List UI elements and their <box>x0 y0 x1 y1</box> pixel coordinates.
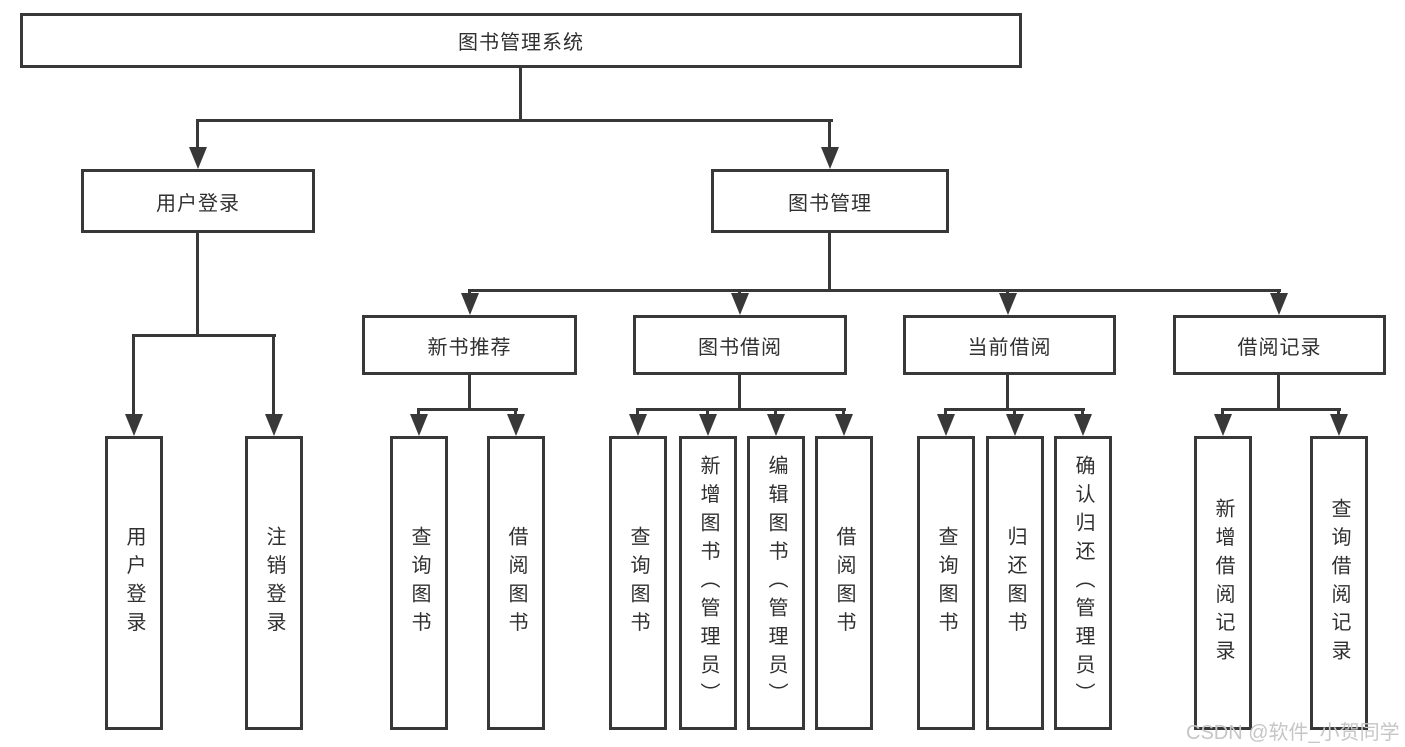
leaf-query-books-borrow: 查询图书 <box>609 436 667 730</box>
leaf-return-books: 归还图书 <box>986 436 1044 730</box>
arrowhead-icon <box>699 414 717 436</box>
connector-line <box>1013 408 1016 416</box>
leaf-logout: 注销登录 <box>245 436 303 730</box>
leaf-label: 查询图书 <box>408 526 430 640</box>
arrowhead-icon <box>189 147 207 169</box>
connector-line <box>272 334 275 414</box>
leaf-add-books-admin: 新增图书（管理员） <box>679 436 737 730</box>
node-book-management: 图书管理 <box>711 169 949 233</box>
connector-line <box>1081 408 1084 416</box>
leaf-user-login: 用户登录 <box>105 436 163 730</box>
arrowhead-icon <box>1006 414 1024 436</box>
arrowhead-icon <box>507 414 525 436</box>
connector-line <box>196 233 199 334</box>
arrowhead-icon <box>835 414 853 436</box>
leaf-label: 确认归还（管理员） <box>1072 455 1094 711</box>
arrowhead-icon <box>1214 414 1232 436</box>
arrowhead-icon <box>125 414 143 436</box>
connector-line <box>1006 289 1009 295</box>
leaf-label: 新增图书（管理员） <box>697 455 719 711</box>
leaf-query-borrow-record: 查询借阅记录 <box>1310 436 1368 730</box>
connector-line <box>1006 375 1009 408</box>
node-label: 借阅记录 <box>1237 336 1322 359</box>
leaf-label: 借阅图书 <box>505 526 527 640</box>
arrowhead-icon <box>1330 414 1348 436</box>
leaf-label: 借阅图书 <box>833 526 855 640</box>
connector-line <box>1221 408 1224 416</box>
connector-line <box>519 68 522 119</box>
node-label: 图书管理 <box>788 192 872 215</box>
connector-line <box>738 289 741 295</box>
leaf-label: 查询借阅记录 <box>1328 497 1350 669</box>
connector-line <box>828 233 831 289</box>
arrowhead-icon <box>999 293 1017 315</box>
arrowhead-icon <box>1270 293 1288 315</box>
csdn-watermark: CSDN @软件_小贺同学 <box>1186 722 1400 744</box>
leaf-query-books-recommend: 查询图书 <box>390 436 448 730</box>
connector-line <box>1337 408 1340 416</box>
connector-line <box>706 408 709 416</box>
node-book-borrow: 图书借阅 <box>633 315 847 375</box>
connector-line <box>636 408 846 411</box>
connector-line <box>196 119 199 149</box>
arrowhead-icon <box>410 414 428 436</box>
leaf-label: 编辑图书（管理员） <box>765 455 787 711</box>
arrowhead-icon <box>937 414 955 436</box>
node-current-borrow: 当前借阅 <box>903 315 1116 375</box>
connector-line <box>828 119 831 149</box>
connector-line <box>842 408 845 416</box>
connector-line <box>944 408 947 416</box>
node-label: 新书推荐 <box>427 336 512 359</box>
connector-line <box>417 408 518 411</box>
leaf-label: 新增借阅记录 <box>1212 497 1234 669</box>
connector-line <box>132 334 135 414</box>
arrowhead-icon <box>821 147 839 169</box>
node-user-login: 用户登录 <box>81 169 315 233</box>
node-borrow-records: 借阅记录 <box>1173 315 1386 375</box>
leaf-label: 归还图书 <box>1004 526 1026 640</box>
connector-line <box>196 119 833 122</box>
arrowhead-icon <box>629 414 647 436</box>
connector-line <box>738 375 741 408</box>
leaf-query-books-current: 查询图书 <box>917 436 975 730</box>
node-label: 用户登录 <box>156 192 240 215</box>
arrowhead-icon <box>1074 414 1092 436</box>
leaf-label: 查询图书 <box>935 526 957 640</box>
leaf-edit-books-admin: 编辑图书（管理员） <box>747 436 805 730</box>
node-label: 当前借阅 <box>967 336 1052 359</box>
connector-line <box>468 375 471 408</box>
leaf-confirm-return-admin: 确认归还（管理员） <box>1054 436 1112 730</box>
connector-line <box>468 289 471 295</box>
arrowhead-icon <box>461 293 479 315</box>
connector-line <box>468 289 1281 292</box>
leaf-borrow-books-recommend: 借阅图书 <box>487 436 545 730</box>
arrowhead-icon <box>767 414 785 436</box>
leaf-label: 注销登录 <box>263 526 285 640</box>
leaf-borrow-books: 借阅图书 <box>815 436 873 730</box>
connector-line <box>1277 289 1280 295</box>
node-label: 图书借阅 <box>698 336 782 359</box>
leaf-add-borrow-record: 新增借阅记录 <box>1194 436 1252 730</box>
node-new-book-recommend: 新书推荐 <box>362 315 577 375</box>
arrowhead-icon <box>265 414 283 436</box>
node-label: 图书管理系统 <box>458 32 584 54</box>
leaf-label: 用户登录 <box>123 526 145 640</box>
connector-line <box>1221 408 1341 411</box>
connector-line <box>514 408 517 416</box>
connector-line <box>132 334 276 337</box>
connector-line <box>417 408 420 416</box>
connector-line <box>636 408 639 416</box>
connector-line <box>774 408 777 416</box>
leaf-label: 查询图书 <box>627 526 649 640</box>
node-root: 图书管理系统 <box>20 13 1022 68</box>
arrowhead-icon <box>731 293 749 315</box>
connector-line <box>1277 375 1280 408</box>
